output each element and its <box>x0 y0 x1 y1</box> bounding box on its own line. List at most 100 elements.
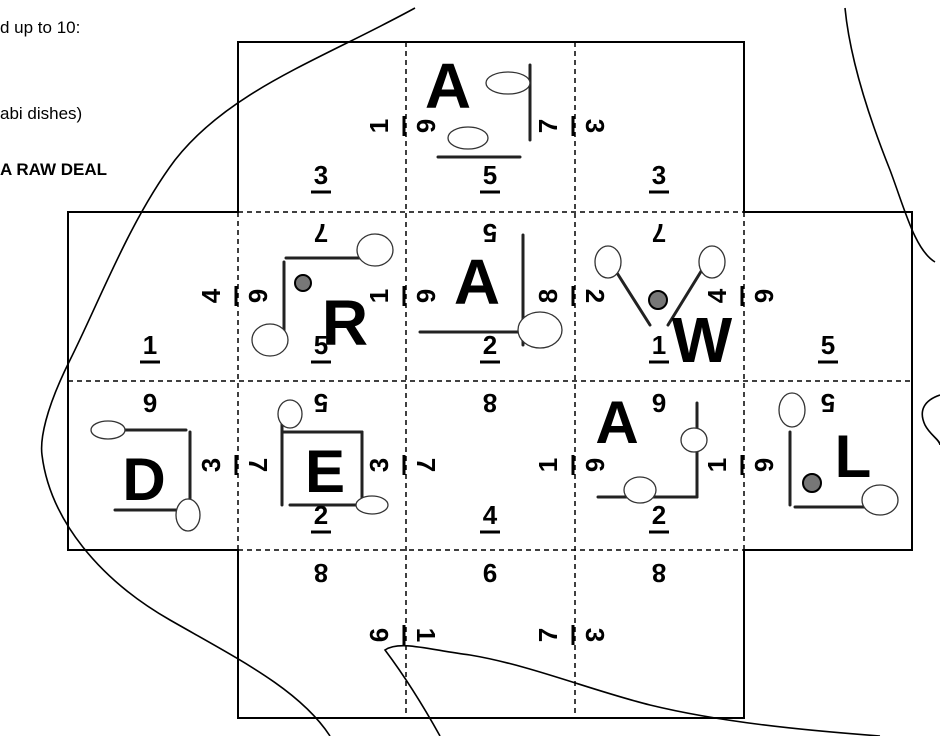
fraction-numerator: 3 <box>652 160 666 190</box>
side-label-left: 4 <box>702 288 732 303</box>
fraction-label: 5 5 <box>311 330 331 418</box>
fraction-denominator: 5 <box>821 388 835 418</box>
fraction-numerator: 2 <box>314 500 328 530</box>
hand-icon <box>595 246 621 278</box>
big-letter: R <box>322 287 368 359</box>
board-dashes <box>68 42 912 718</box>
side-label-left: 1 <box>364 119 394 133</box>
fraction-denominator: 6 <box>143 388 157 418</box>
side-label: 1 6 <box>364 116 441 136</box>
side-label: 8 2 <box>533 286 610 306</box>
side-label: 3 7 <box>364 455 441 475</box>
hand-icon <box>278 400 302 428</box>
side-label-right: 6 <box>580 458 610 472</box>
side-label: 1 6 <box>702 455 779 475</box>
freehand-curve-left <box>42 8 415 736</box>
fraction-numerator: 2 <box>652 500 666 530</box>
freehand-curve-right-lower <box>922 395 940 445</box>
fraction-numerator: 1 <box>143 330 157 360</box>
side-label-right: 2 <box>580 289 610 303</box>
fraction-numerator: 5 <box>821 330 835 360</box>
side-label-right: 6 <box>411 289 441 303</box>
side-label-right: 7 <box>243 458 273 472</box>
side-label: 7 3 <box>533 116 610 136</box>
big-letter: A <box>595 389 638 456</box>
side-label-left: 6 <box>364 628 394 642</box>
hand-icon <box>518 312 562 348</box>
fraction-denominator: 9 <box>483 558 497 588</box>
side-label-left: 1 <box>364 289 394 303</box>
side-label-left: 3 <box>196 458 226 472</box>
hand-icon <box>357 234 393 266</box>
freehand-curve-right <box>845 8 935 262</box>
fraction-denominator: 6 <box>652 388 666 418</box>
side-label-right: 7 <box>411 458 441 472</box>
fraction-denominator: 8 <box>652 558 666 588</box>
big-letter: W <box>672 304 733 376</box>
side-label-left: 4 <box>196 288 226 303</box>
fraction-label: 5 5 <box>480 160 500 248</box>
fraction-label: 3 7 <box>311 160 331 248</box>
hand-icon <box>176 499 200 531</box>
side-label-left: 3 <box>364 458 394 472</box>
big-letter: L <box>835 423 872 490</box>
side-label-left: 1 <box>533 458 563 472</box>
fraction-label: 3 7 <box>649 160 669 248</box>
fraction-numerator: 2 <box>483 330 497 360</box>
side-label-left: 7 <box>533 628 563 642</box>
fraction-label: 2 8 <box>649 500 669 588</box>
fraction-denominator: 7 <box>652 218 666 248</box>
hand-icon <box>448 127 488 149</box>
food-piece-icon <box>803 474 821 492</box>
fraction-denominator: 7 <box>314 218 328 248</box>
fraction-numerator: 3 <box>314 160 328 190</box>
fraction-numerator: 4 <box>483 500 498 530</box>
fraction-label: 5 5 <box>818 330 838 418</box>
hand-icon <box>252 324 288 356</box>
fraction-label: 2 8 <box>480 330 500 418</box>
hand-icon <box>681 428 707 452</box>
side-label-left: 7 <box>533 119 563 133</box>
fraction-numerator: 1 <box>652 330 666 360</box>
side-label: 6 1 <box>364 625 441 645</box>
hand-icon <box>486 72 530 94</box>
big-letter: A <box>454 246 500 318</box>
side-label-right: 3 <box>580 119 610 133</box>
food-piece-icon <box>649 291 667 309</box>
fraction-label: 1 6 <box>140 330 160 418</box>
hand-icon <box>699 246 725 278</box>
freehand-curve-bottom <box>385 646 880 736</box>
freehand-curves <box>42 8 940 736</box>
fraction-labels: 1 6 3 7 5 5 3 7 5 5 <box>140 160 838 588</box>
side-label-right: 6 <box>749 458 779 472</box>
big-letter: D <box>122 446 165 513</box>
side-label: 4 6 <box>702 286 779 306</box>
big-letter: E <box>305 438 345 505</box>
fraction-numerator: 5 <box>483 160 497 190</box>
side-label-left: 1 <box>702 458 732 472</box>
side-label: 1 6 <box>364 286 441 306</box>
fraction-denominator: 8 <box>483 388 497 418</box>
chopstick <box>612 265 650 325</box>
fraction-denominator: 5 <box>314 388 328 418</box>
side-label-right: 6 <box>749 289 779 303</box>
fraction-label: 4 9 <box>480 500 500 588</box>
side-label: 7 3 <box>533 625 610 645</box>
side-label-right: 1 <box>411 628 441 642</box>
side-label-left: 8 <box>533 289 563 303</box>
fraction-label: 2 8 <box>311 500 331 588</box>
big-letter: A <box>425 50 471 122</box>
fraction-label: 1 6 <box>649 330 669 418</box>
board-outline <box>68 42 912 718</box>
fraction-denominator: 5 <box>483 218 497 248</box>
side-label-right: 6 <box>411 119 441 133</box>
side-label: 4 6 <box>196 286 273 306</box>
hand-icon <box>779 393 805 427</box>
hand-icon <box>356 496 388 514</box>
side-label: 1 6 <box>533 455 610 475</box>
fraction-denominator: 8 <box>314 558 328 588</box>
side-label-right: 3 <box>580 628 610 642</box>
side-label: 3 7 <box>196 455 273 475</box>
